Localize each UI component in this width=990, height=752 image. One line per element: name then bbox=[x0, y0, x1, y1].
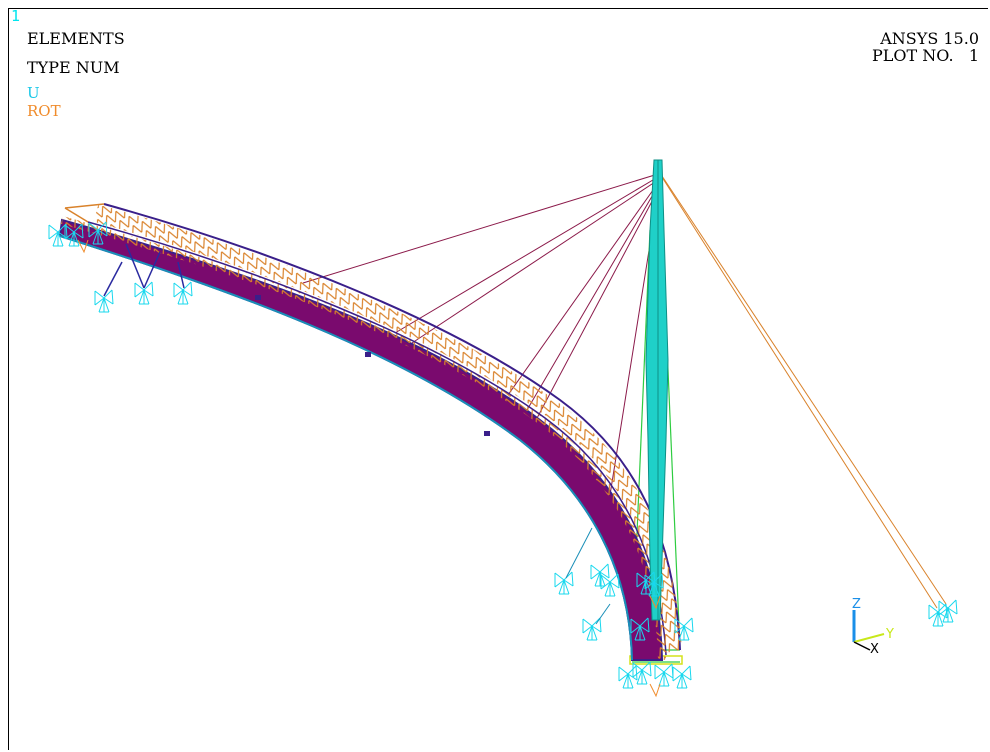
end-links bbox=[103, 243, 185, 297]
viewport-frame bbox=[8, 8, 988, 750]
triad-x-label: X bbox=[870, 642, 879, 657]
curved-deck bbox=[58, 216, 666, 661]
triad-z-label: Z bbox=[852, 597, 861, 612]
plot-subtype-label: TYPE NUM bbox=[27, 58, 120, 77]
stay-cables-left bbox=[302, 173, 659, 496]
deck-nodes bbox=[255, 295, 490, 436]
support-links bbox=[565, 527, 611, 625]
plot-number-label: PLOT NO. 1 bbox=[872, 46, 979, 65]
rotation-constraints bbox=[77, 239, 661, 698]
window-number: 1 bbox=[11, 7, 21, 25]
upper-truss bbox=[64, 203, 682, 656]
legend-rot-label: ROT bbox=[27, 102, 61, 120]
triad-y-label: Y bbox=[885, 627, 894, 642]
stay-cables-right bbox=[659, 173, 947, 609]
boundary-support-icon bbox=[48, 221, 958, 689]
program-version-label: ANSYS 15.0 bbox=[880, 29, 979, 48]
plot-type-label: ELEMENTS bbox=[27, 29, 125, 48]
coordinate-triad-icon: Z Y X bbox=[852, 597, 894, 657]
pylon bbox=[645, 159, 669, 621]
legend-u-label: U bbox=[27, 84, 40, 102]
